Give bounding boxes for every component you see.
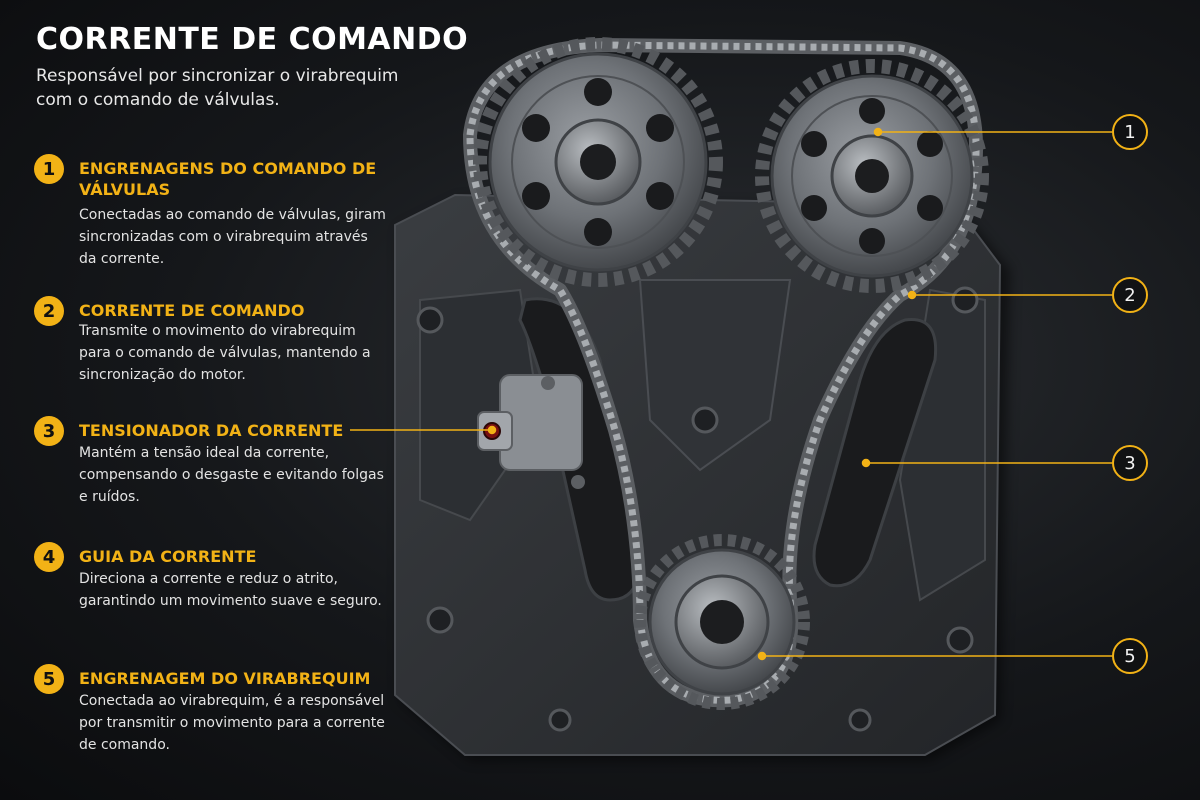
page-title: CORRENTE DE COMANDO <box>36 22 469 57</box>
callout-2: 2 <box>1112 277 1148 313</box>
leader-lines <box>350 127 1112 661</box>
callout-1: 1 <box>1112 114 1148 150</box>
legend-badge-2: 2 <box>34 296 64 326</box>
page-subtitle: Responsável por sincronizar o virabrequi… <box>36 66 399 110</box>
chain-guide-right <box>812 318 938 588</box>
legend-title-3: TENSIONADOR DA CORRENTE <box>79 421 344 440</box>
camshaft-gear-left <box>473 37 723 287</box>
legend-title-2: CORRENTE DE COMANDO <box>79 301 305 320</box>
callout-3: 3 <box>1112 445 1148 481</box>
legend-badge-4: 4 <box>34 542 64 572</box>
legend-title-1: ENGRENAGENS DO COMANDO DE VÁLVULAS <box>79 159 377 199</box>
legend-desc-2: Transmite o movimento do virabrequim par… <box>79 323 371 383</box>
legend-badge-1: 1 <box>34 154 64 184</box>
crankshaft-gear <box>634 534 810 710</box>
callout-5: 5 <box>1112 638 1148 674</box>
legend-title-5: ENGRENAGEM DO VIRABREQUIM <box>79 669 371 688</box>
legend-desc-4: Direciona a corrente e reduz o atrito, g… <box>79 571 382 609</box>
legend-badge-5: 5 <box>34 664 64 694</box>
legend-badge-3: 3 <box>34 416 64 446</box>
chain-tensioner <box>477 374 585 489</box>
legend-desc-3: Mantém a tensão ideal da corrente, compe… <box>79 445 384 505</box>
legend-title-4: GUIA DA CORRENTE <box>79 547 257 566</box>
camshaft-gear-right <box>755 59 989 293</box>
legend-desc-1: Conectadas ao comando de válvulas, giram… <box>79 207 386 267</box>
legend-desc-5: Conectada ao virabrequim, é a responsáve… <box>79 693 385 753</box>
